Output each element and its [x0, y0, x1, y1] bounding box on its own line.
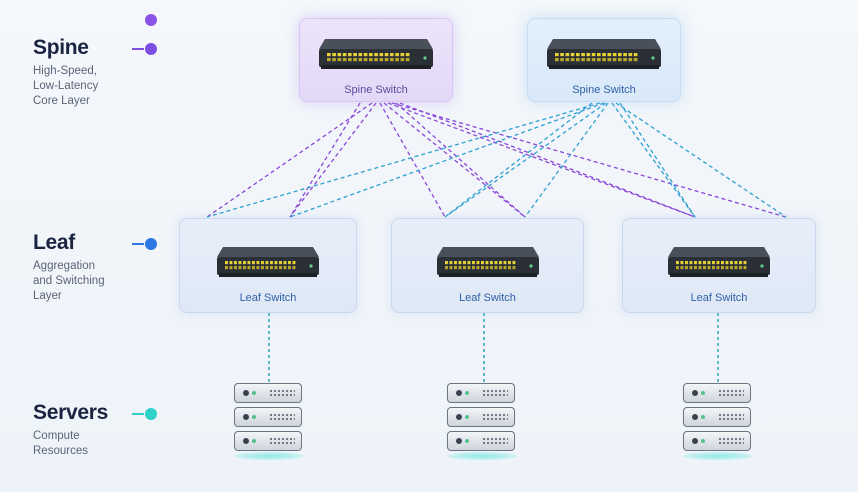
spine1-link: [206, 102, 373, 218]
spine2-link: [206, 102, 601, 218]
server-unit: [234, 407, 302, 427]
server-unit: [683, 407, 751, 427]
spine-switch-1[interactable]: Spine Switch: [299, 18, 453, 102]
server-glow: [234, 452, 304, 460]
leaf-layer-title: Leaf: [33, 231, 75, 254]
server-unit: [447, 431, 515, 451]
spine2-link: [619, 102, 696, 218]
spine-layer-title: Spine: [33, 36, 89, 59]
leaf-switch-1[interactable]: Leaf Switch: [179, 218, 357, 313]
spine2-link: [524, 102, 609, 218]
spine1-link: [289, 102, 377, 218]
network-switch-icon: [547, 39, 661, 78]
network-switch-icon: [668, 247, 770, 286]
spine1-link: [289, 102, 361, 218]
spine1-link: [379, 102, 446, 218]
spine1-link: [383, 102, 526, 218]
spine-switch-1-label: Spine Switch: [344, 84, 408, 96]
spine1-link: [399, 102, 696, 218]
server-glow: [683, 452, 753, 460]
axis-top-dot: [145, 14, 157, 26]
spine-switch-2-label: Spine Switch: [572, 84, 636, 96]
server-unit: [234, 431, 302, 451]
server-stack-3[interactable]: [683, 383, 753, 460]
server-unit: [447, 407, 515, 427]
server-glow: [447, 452, 517, 460]
leaf-switch-1-label: Leaf Switch: [239, 292, 297, 304]
server-unit: [683, 431, 751, 451]
server-stack-1[interactable]: [234, 383, 304, 460]
spine1-link: [387, 102, 696, 218]
leaf-switch-2[interactable]: Leaf Switch: [391, 218, 584, 313]
network-switch-icon: [217, 247, 319, 286]
leaf-switch-3-label: Leaf Switch: [690, 292, 748, 304]
server-stack-2[interactable]: [447, 383, 517, 460]
axis-spine-dot: [145, 43, 157, 55]
servers-layer-title: Servers: [33, 401, 108, 424]
axis-leaf-dot: [145, 238, 157, 250]
server-unit: [447, 383, 515, 403]
spine-switch-2[interactable]: Spine Switch: [527, 18, 681, 102]
spine2-link: [289, 102, 605, 218]
leaf-switch-3[interactable]: Leaf Switch: [622, 218, 816, 313]
network-switch-icon: [319, 39, 433, 78]
network-switch-icon: [436, 247, 539, 286]
spine2-link: [611, 102, 696, 218]
server-unit: [683, 383, 751, 403]
leaf-switch-2-label: Leaf Switch: [459, 292, 516, 304]
server-unit: [234, 383, 302, 403]
spine2-link: [615, 102, 787, 218]
spine1-link: [391, 102, 787, 218]
layer-axis: [132, 14, 157, 466]
spine1-link: [395, 102, 526, 218]
spine2-link: [444, 102, 607, 218]
axis-servers-dot: [145, 408, 157, 420]
spine2-link: [444, 102, 593, 218]
